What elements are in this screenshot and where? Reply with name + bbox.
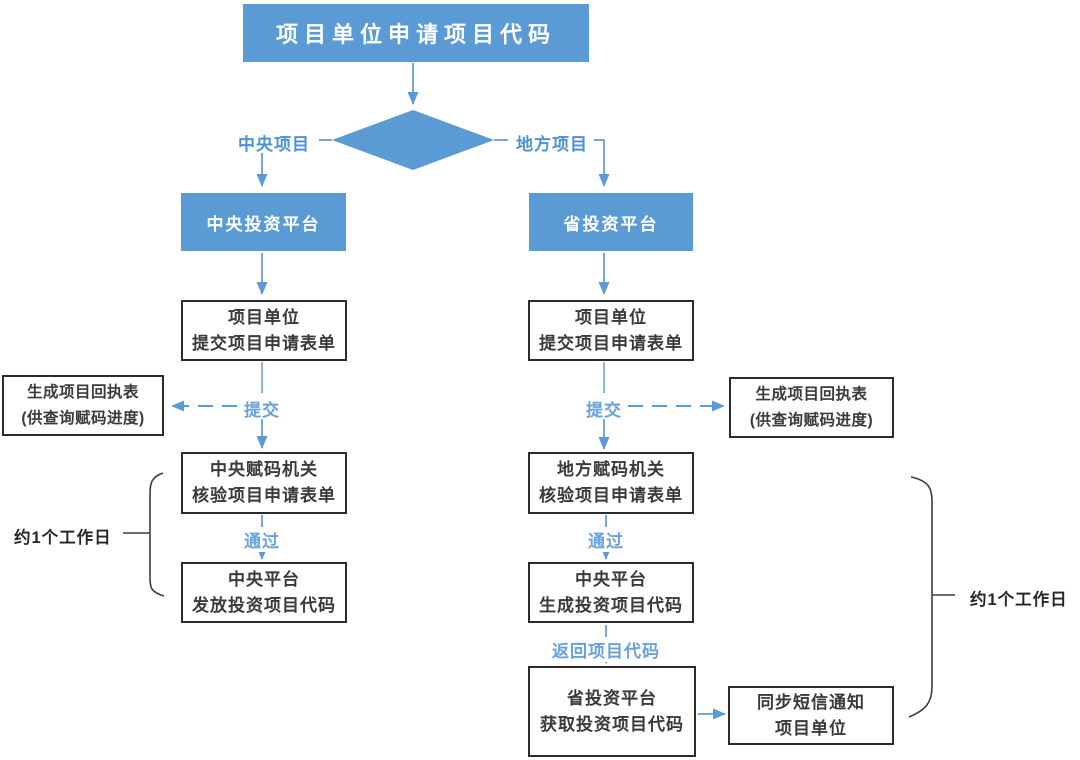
box-text-line: 提交项目申请表单: [192, 333, 336, 353]
left-verify-box: 中央赋码机关 核验项目申请表单: [181, 452, 347, 514]
box-text-line: 项目单位: [775, 718, 847, 738]
left-form-submission-box: 项目单位 提交项目申请表单: [181, 300, 347, 361]
right-receipt-box: 生成项目回执表 (供查询赋码进度): [729, 377, 894, 438]
box-text-line: 生成项目回执表: [755, 385, 868, 403]
decision-diamond: [332, 110, 494, 170]
return-code-label: 返回项目代码: [550, 637, 662, 662]
branch-label-central-project: 中央项目: [238, 135, 310, 154]
left-receipt-box: 生成项目回执表 (供查询赋码进度): [2, 375, 164, 436]
box-text-line: 发放投资项目代码: [192, 595, 336, 615]
branch-label-local-project: 地方项目: [516, 135, 588, 154]
box-text-line: 中央平台: [228, 569, 300, 589]
box-text-line: (供查询赋码进度): [21, 409, 145, 427]
submit-label-right: 提交: [586, 401, 622, 420]
box-text-line: 中央平台: [575, 569, 647, 589]
pass-label-left: 通过: [239, 527, 285, 552]
left-issue-code-box: 中央平台 发放投资项目代码: [181, 562, 347, 623]
box-text-line: 生成项目回执表: [26, 383, 139, 401]
box-text-line: 生成投资项目代码: [539, 595, 683, 615]
box-text-line: 省投资平台: [567, 688, 657, 708]
box-text-line: 中央赋码机关: [210, 460, 318, 479]
right-duration-brace: [908, 476, 933, 718]
box-text-line: 提交项目申请表单: [539, 333, 683, 353]
pass-label-right: 通过: [583, 527, 629, 552]
box-text-line: 项目单位: [228, 307, 300, 327]
duration-label-right: 约1个工作日: [970, 591, 1068, 609]
provincial-investment-platform-box: 省投资平台: [529, 193, 693, 251]
duration-label-left: 约1个工作日: [14, 529, 112, 547]
central-investment-platform-box: 中央投资平台: [181, 193, 346, 251]
right-form-submission-box: 项目单位 提交项目申请表单: [528, 300, 694, 361]
box-text-line: 获取投资项目代码: [540, 714, 684, 734]
left-duration-brace: [149, 472, 165, 597]
submit-label-left: 提交: [244, 401, 280, 420]
box-text-line: 同步短信通知: [757, 692, 865, 712]
box-text-line: 项目单位: [575, 307, 647, 327]
box-text-line: 核验项目申请表单: [539, 486, 683, 505]
right-generate-code-box: 中央平台 生成投资项目代码: [528, 562, 694, 623]
arrow-local-branch: [594, 139, 610, 187]
box-text-line: (供查询赋码进度): [749, 411, 874, 429]
title-box: 项目单位申请项目代码: [243, 4, 589, 62]
right-verify-box: 地方赋码机关 核验项目申请表单: [528, 452, 694, 514]
box-text-line: 核验项目申请表单: [192, 486, 336, 505]
box-text-line: 地方赋码机关: [557, 460, 665, 479]
sms-notify-box: 同步短信通知 项目单位: [728, 686, 894, 745]
right-obtain-code-box: 省投资平台 获取投资项目代码: [528, 666, 696, 757]
